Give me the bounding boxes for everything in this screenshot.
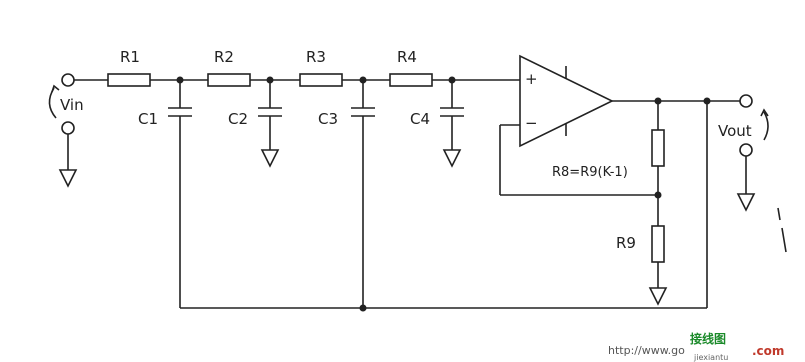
input-arrow — [48, 87, 57, 119]
r9-label: R9 — [616, 234, 636, 252]
output-arrow-head — [760, 108, 769, 117]
vout-label: Vout — [718, 122, 752, 140]
watermark-logo: 接线图 — [690, 331, 726, 346]
r3-label: R3 — [306, 48, 326, 66]
output-ground-symbol — [736, 193, 756, 212]
r9-resistor — [651, 225, 665, 263]
c3-label: C3 — [318, 110, 338, 128]
watermark: 接线图 http://www.go .com jiexiantu — [608, 331, 784, 362]
input-ground-terminal — [61, 121, 75, 135]
watermark-brand: .com — [752, 344, 784, 358]
r4-label: R4 — [397, 48, 417, 66]
opamp-minus-label: − — [525, 114, 538, 132]
r1-label: R1 — [120, 48, 140, 66]
watermark-site: jiexiantu — [693, 353, 728, 362]
r2-label: R2 — [214, 48, 234, 66]
c1-label: C1 — [138, 110, 158, 128]
r8-label: R8=R9(K-1) — [552, 165, 628, 180]
r2-resistor — [207, 73, 251, 87]
c4-ground-symbol — [442, 149, 462, 168]
input-terminal — [61, 73, 75, 87]
vin-label: Vin — [60, 96, 84, 114]
opamp-plus-label: + — [525, 70, 538, 88]
input-ground-symbol — [58, 169, 78, 188]
r9-ground-symbol — [648, 287, 668, 306]
output-arrow — [763, 111, 769, 141]
scan-mark — [777, 207, 787, 253]
output-ground-terminal — [739, 143, 753, 157]
r1-resistor — [107, 73, 151, 87]
r4-resistor — [389, 73, 433, 87]
c2-label: C2 — [228, 110, 248, 128]
r8-resistor — [651, 129, 665, 167]
watermark-url: http://www.go — [608, 344, 685, 357]
junction-bus-c3 — [359, 304, 367, 312]
c4-label: C4 — [410, 110, 430, 128]
c2-ground-symbol — [260, 149, 280, 168]
output-terminal — [739, 94, 753, 108]
input-arrow-head — [51, 84, 60, 93]
r3-resistor — [299, 73, 343, 87]
